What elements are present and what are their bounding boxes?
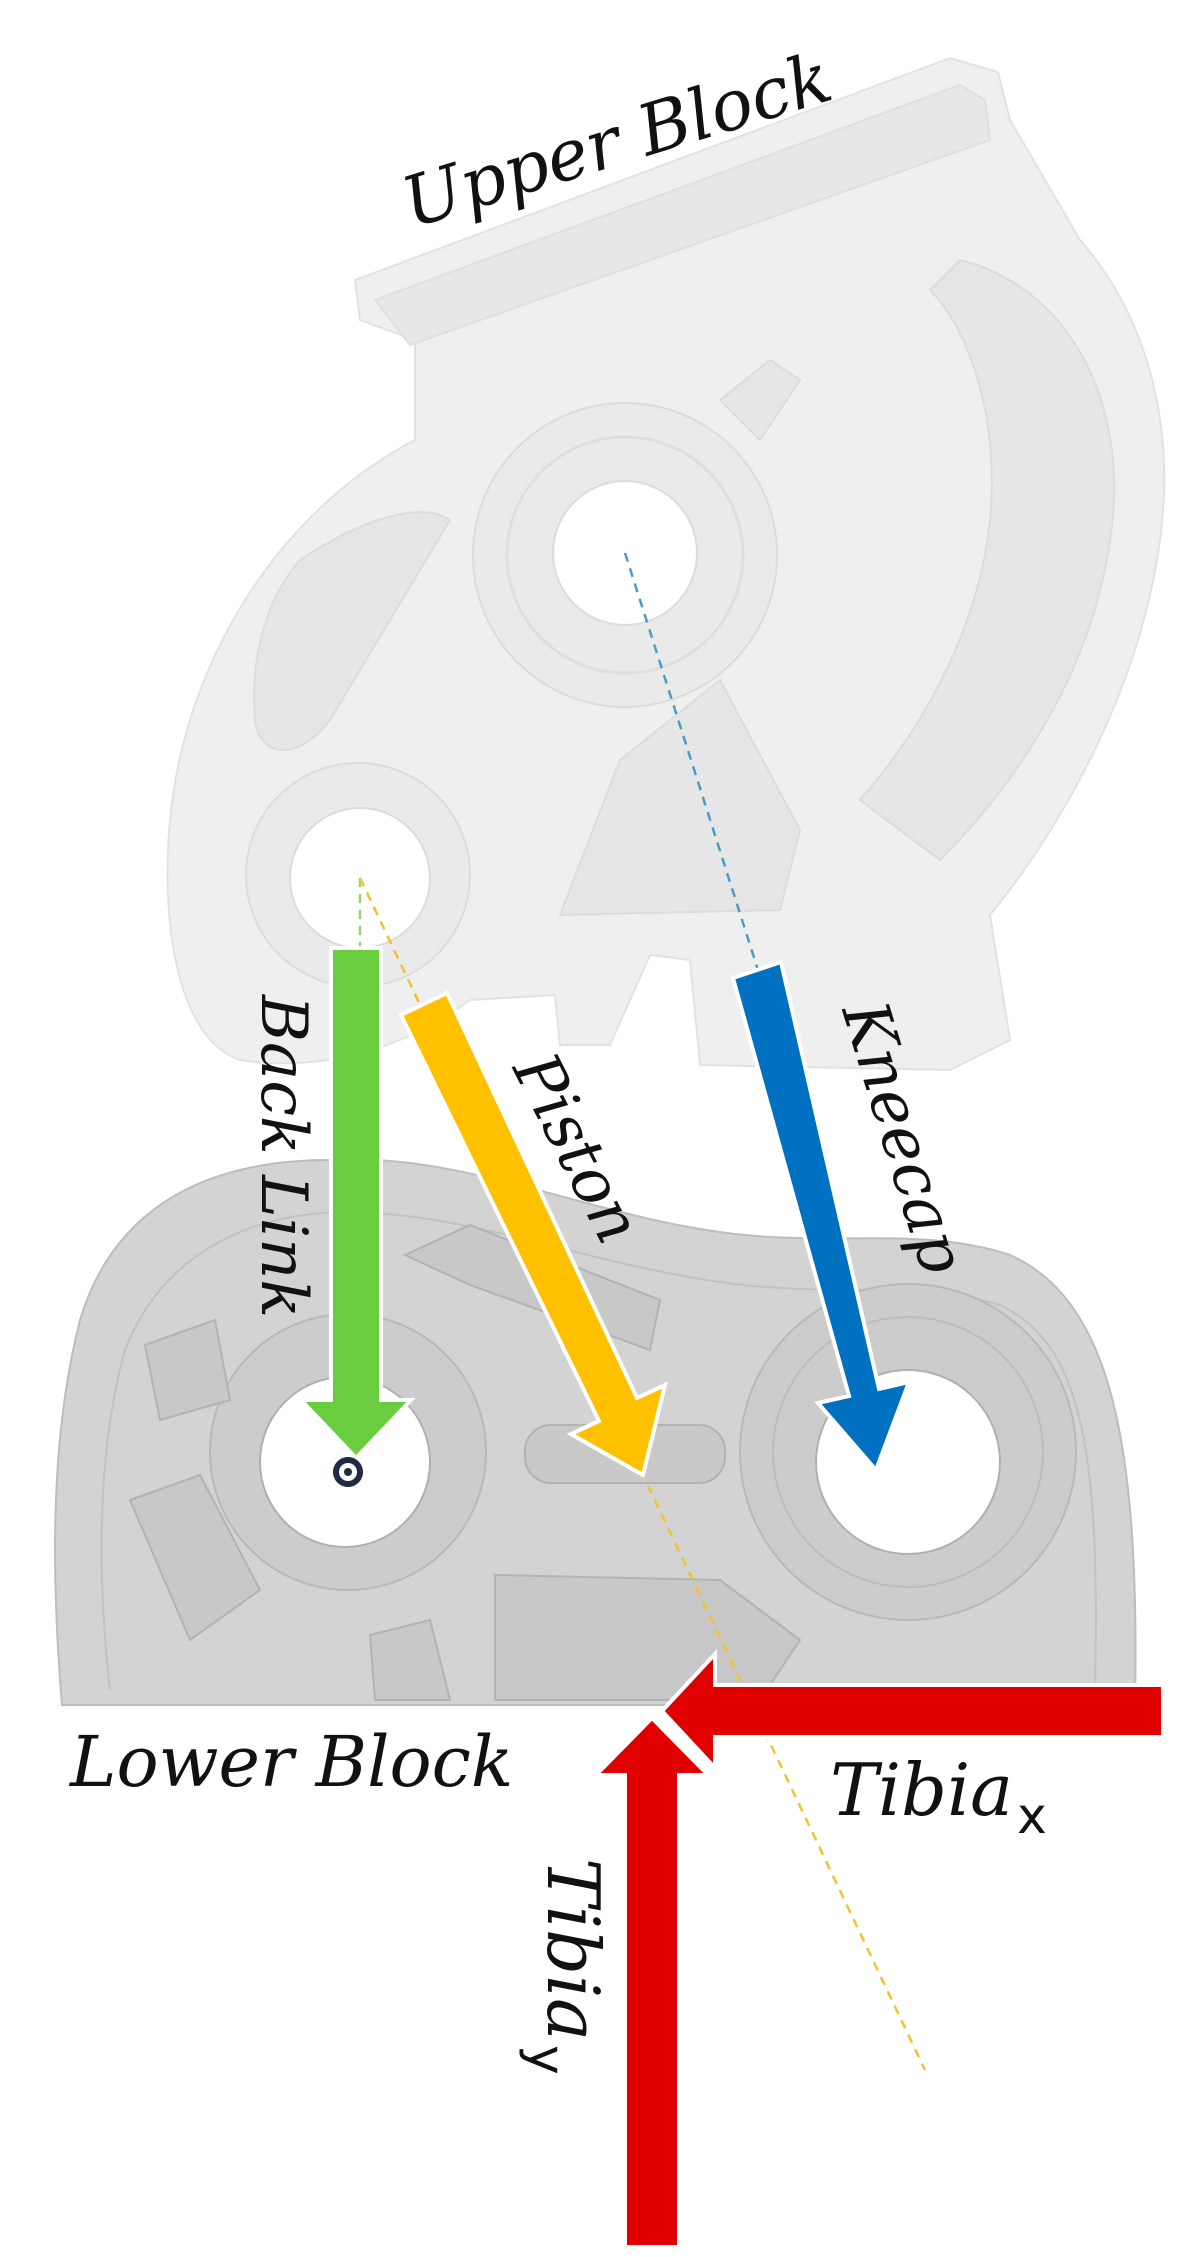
tibia-y-label-subscript: y <box>518 2045 576 2075</box>
lower-pocket-bottom-center <box>494 1573 802 1701</box>
tibia-y-label: Tibia y <box>518 1858 615 2075</box>
back-link-label: Back Link <box>246 994 320 1318</box>
upper-boss-main-ring <box>505 435 745 675</box>
lower-pocket-bottom-left <box>128 1473 262 1642</box>
tibia-y-label-main: Tibia <box>531 1858 615 2041</box>
lower-boss-right-ring <box>772 1316 1044 1588</box>
tibia-x-label-subscript: x <box>1017 1787 1047 1845</box>
lower-block-label: Lower Block <box>68 1721 513 1803</box>
pivot-marker-icon <box>333 1457 363 1487</box>
upper-recess-lower-wedge <box>558 678 802 917</box>
lower-pocket-bottom-mid <box>368 1618 452 1701</box>
line-of-action-kneecap <box>623 552 760 971</box>
lower-pocket-left <box>143 1318 232 1422</box>
tibia-x-label: Tibiax <box>830 1748 1047 1845</box>
upper-recess-right <box>858 258 1116 862</box>
upper-recess-left <box>253 511 452 751</box>
kneecap-arrow <box>730 959 913 1474</box>
tibia-x-label-main: Tibia <box>830 1748 1013 1832</box>
piston-arrow <box>398 990 668 1479</box>
upper-block-rim <box>373 83 992 347</box>
upper-block <box>166 56 1166 1072</box>
upper-recess-slot <box>718 358 802 442</box>
back-link-arrow <box>296 946 416 1461</box>
force-arrows <box>296 946 1165 2249</box>
tibia-x-arrow <box>659 1648 1165 1774</box>
tibia-y-arrow <box>591 1715 713 2249</box>
